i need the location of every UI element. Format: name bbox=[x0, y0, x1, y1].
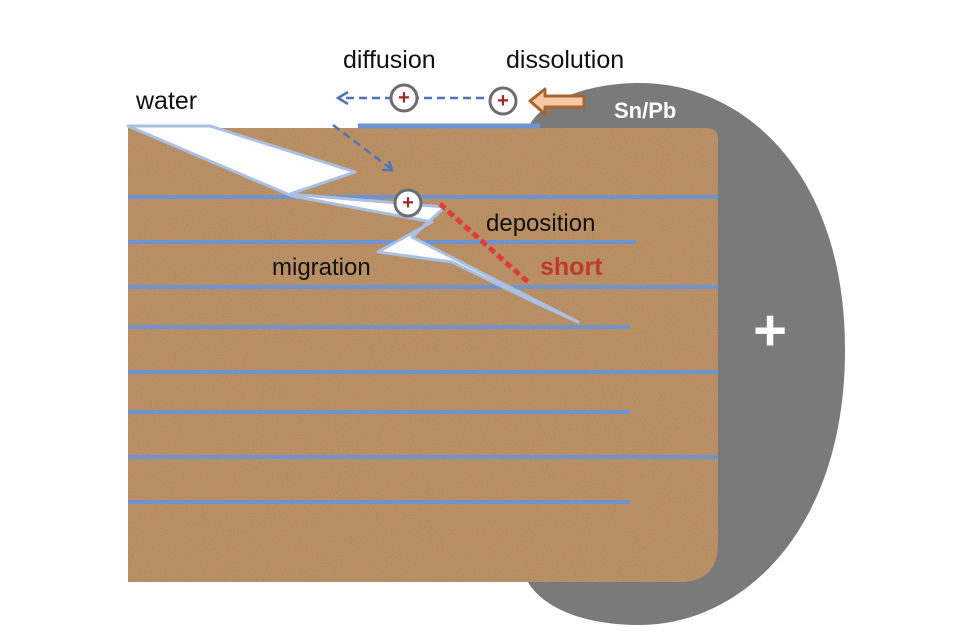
positive-ion-icon: + bbox=[393, 188, 423, 218]
label-short: short bbox=[540, 253, 603, 281]
label-water: water bbox=[135, 87, 197, 115]
label-diffusion: diffusion bbox=[343, 46, 436, 74]
label-migration: migration bbox=[272, 254, 371, 281]
ion-symbol: + bbox=[402, 192, 414, 214]
ion-symbol: + bbox=[497, 90, 509, 112]
internal-electrodes bbox=[128, 195, 718, 504]
short-path bbox=[438, 202, 530, 284]
positive-ion-icon: + bbox=[488, 86, 518, 116]
left-arrow-icon bbox=[528, 87, 586, 116]
label-dissolution: dissolution bbox=[506, 46, 624, 74]
migration-arrow bbox=[332, 124, 394, 172]
label-terminal: Sn/Pb bbox=[614, 98, 676, 123]
positive-ion-icon: + bbox=[389, 83, 419, 113]
label-polarity: + bbox=[753, 298, 787, 363]
water-crack bbox=[126, 124, 580, 324]
label-deposition: deposition bbox=[486, 210, 595, 237]
ion-symbol: + bbox=[398, 87, 410, 109]
